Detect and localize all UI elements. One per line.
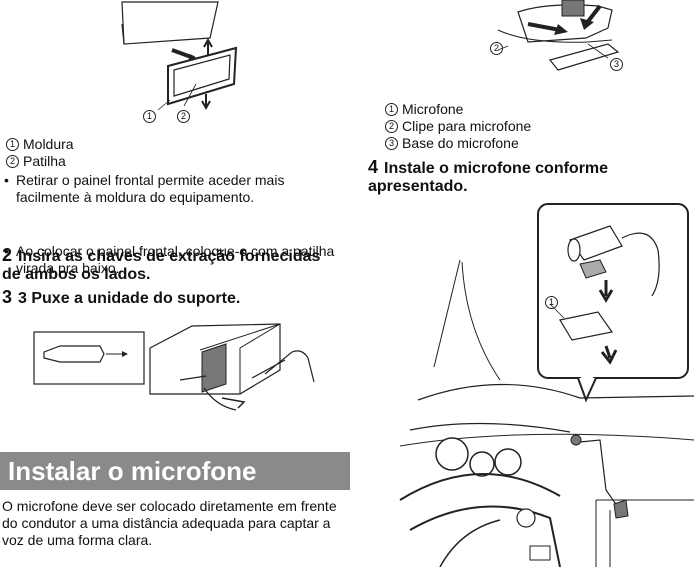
legend-number: 1 [385,102,398,116]
dashboard-microphone-illustration [399,203,694,567]
section-title: Instalar o microfone [0,452,350,490]
legend-text: Clipe para microfone [402,118,532,134]
bezel-removal-illustration [121,1,238,111]
section-paragraph: O microfone deve ser colocado diretament… [2,498,337,548]
step-text: Instale o microfone conforme apresentado… [368,160,609,195]
legend-number: 1 [6,137,19,151]
legend-text: Patilha [23,153,66,169]
callout-2: 2 [490,42,503,55]
legend-text: Base do microfone [402,135,519,151]
step-text: 3 Puxe a unidade do suporte. [18,290,241,307]
step-number: 3 [2,287,13,307]
callout-1: 1 [143,110,156,123]
callout-2: 2 [177,110,190,123]
legend-number: 2 [385,119,398,133]
step-number: 4 [368,157,379,177]
legend-text: Moldura [23,136,74,152]
legend-item-patilha: 2 Patilha [6,153,66,169]
legend-item-moldura: 1 Moldura [6,136,74,152]
legend-text: Microfone [402,101,464,117]
unit-removal-illustration [33,323,315,411]
legend-item-microfone: 1 Microfone [385,101,463,117]
bullet-item: Ao colocar o painel frontal, coloque-o c… [2,243,351,277]
legend-item-clipe: 2 Clipe para microfone [385,118,531,134]
callout-1: 1 [545,296,558,309]
legend-item-base: 3 Base do microfone [385,135,519,151]
step-number: 2 [2,245,13,265]
step-3: 3 3 Puxe a unidade do suporte. [2,288,342,308]
callout-3: 3 [610,58,623,71]
legend-number: 2 [6,154,19,168]
legend-number: 3 [385,136,398,150]
step-text: Insira as chaves de extração fornecidas … [2,248,321,283]
bullet-item: Retirar o painel frontal permite aceder … [2,172,351,206]
microphone-clip-illustration [497,0,620,71]
